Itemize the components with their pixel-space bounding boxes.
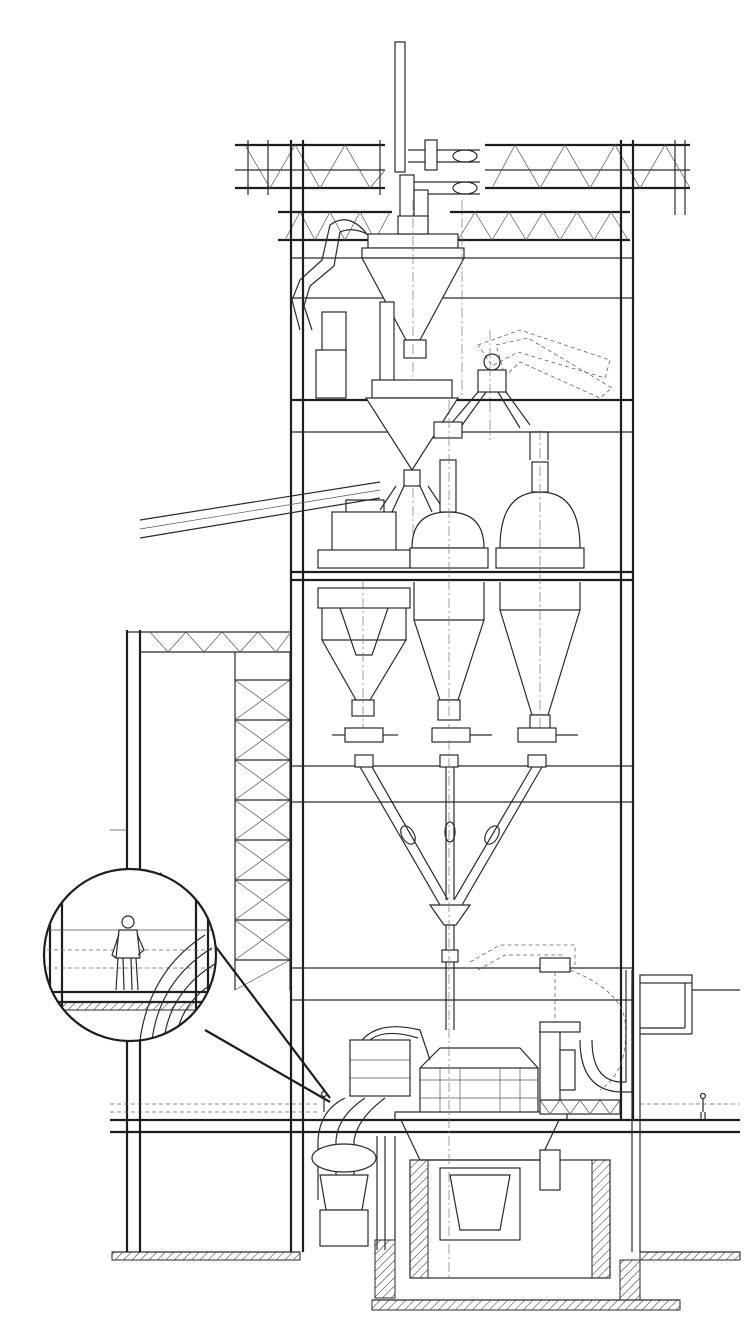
top-cyclone	[360, 200, 466, 560]
right-annex	[631, 974, 740, 1252]
furnace-roof	[419, 1047, 539, 1117]
foundation-pit	[374, 1136, 641, 1301]
ground-line	[111, 1251, 741, 1311]
offgas-duct	[311, 1097, 386, 1247]
vessel-left-dosing	[317, 499, 411, 609]
converging-chutes	[359, 766, 543, 1030]
electrode-arm-dashed	[469, 944, 576, 1050]
hopper-left	[320, 580, 408, 740]
hopper-center	[413, 400, 485, 740]
pivot-assembly-dashed	[449, 329, 613, 429]
receiver-vessel-left	[315, 301, 395, 399]
hopper-right	[499, 430, 581, 740]
railing-post	[320, 1090, 328, 1112]
tilting-rocker	[539, 1099, 621, 1115]
roof-truss-right	[485, 140, 691, 215]
discharge-valves	[332, 727, 578, 768]
main-column-right	[619, 140, 635, 1120]
small-worker-figure	[699, 1092, 707, 1120]
mid-hopper	[364, 379, 460, 513]
roof-truss-left	[235, 140, 386, 195]
main-column-left	[289, 140, 305, 1252]
furnace-left-gear	[349, 1026, 431, 1097]
operating-platform	[110, 1103, 740, 1134]
inclined-conveyor	[139, 481, 381, 539]
electrode-mast	[539, 1021, 581, 1101]
detail-magnifier	[42, 867, 218, 1043]
centerlines	[448, 200, 491, 1280]
cable-festoon	[569, 969, 633, 1093]
worker-figure	[111, 915, 145, 991]
vent-stack	[394, 41, 480, 231]
